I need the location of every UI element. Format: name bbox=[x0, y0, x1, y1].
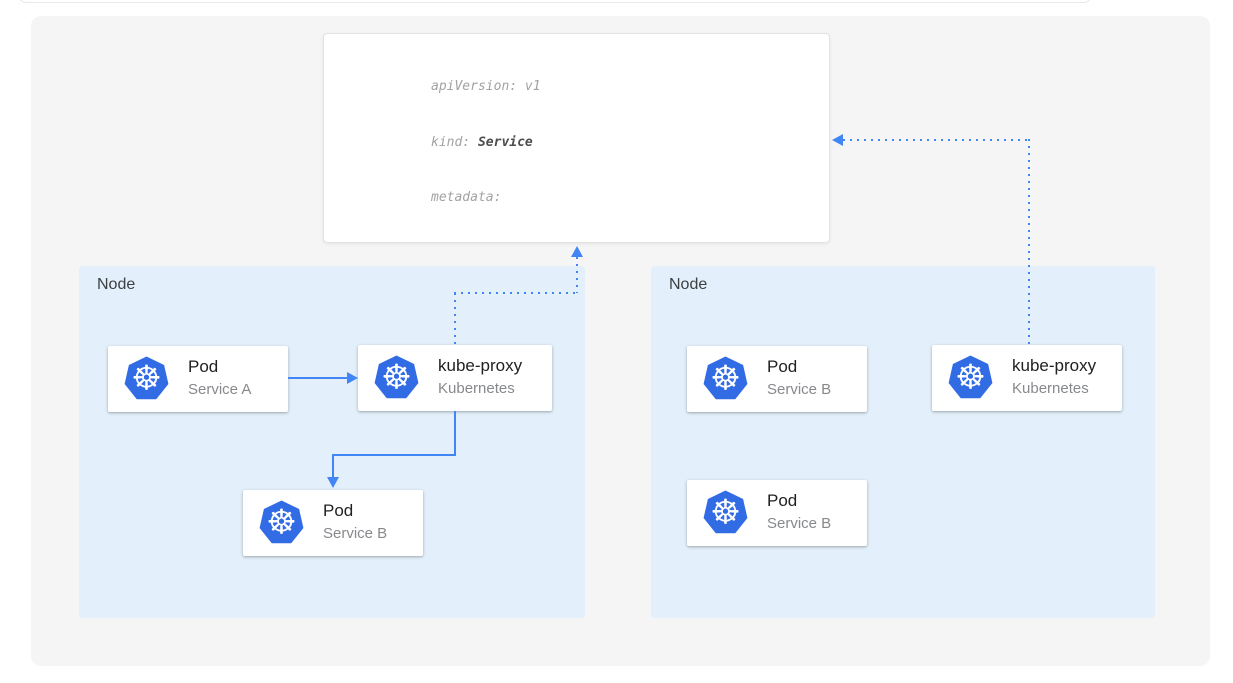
code-line: metadata: bbox=[431, 190, 502, 205]
node-box-right: Node bbox=[651, 266, 1155, 618]
pod-service-b-card-right-bottom: ☸ Pod Service B bbox=[687, 480, 867, 546]
dotted-left-kubeproxy-seg2 bbox=[454, 292, 578, 294]
card-title: kube-proxy bbox=[1012, 356, 1097, 375]
node-label: Node bbox=[97, 276, 136, 293]
pod-service-b-card-right-top: ☸ Pod Service B bbox=[687, 346, 867, 412]
card-title: Pod bbox=[767, 491, 798, 510]
kubernetes-icon: ☸ bbox=[703, 490, 748, 534]
arrow-kubeproxy-to-podb-seg3 bbox=[332, 454, 334, 478]
card-subtitle: Service B bbox=[323, 525, 388, 542]
arrow-kubeproxy-to-podb-seg1 bbox=[454, 411, 456, 456]
card-title: Pod bbox=[323, 501, 354, 520]
kubernetes-icon: ☸ bbox=[948, 355, 993, 399]
arrow-kubeproxy-to-podb-head bbox=[327, 477, 339, 488]
diagram-canvas: apiVersion: v1 kind: Service metadata: n… bbox=[31, 16, 1210, 666]
helm-wheel-glyph: ☸ bbox=[710, 358, 741, 399]
card-title: Pod bbox=[767, 357, 798, 376]
kube-proxy-card-right: ☸ kube-proxy Kubernetes bbox=[932, 345, 1122, 411]
kubernetes-icon: ☸ bbox=[703, 356, 748, 400]
code-line: apiVersion: v1 bbox=[431, 79, 541, 94]
service-yaml-card: apiVersion: v1 kind: Service metadata: n… bbox=[323, 33, 830, 243]
card-subtitle: Service B bbox=[767, 381, 832, 398]
helm-wheel-glyph: ☸ bbox=[131, 358, 162, 399]
dotted-left-kubeproxy-seg3 bbox=[576, 257, 578, 293]
kubernetes-icon: ☸ bbox=[259, 500, 304, 544]
cutoff-card-edge bbox=[17, 0, 1093, 3]
helm-wheel-glyph: ☸ bbox=[955, 357, 986, 398]
node-box-left: Node bbox=[79, 266, 585, 618]
card-subtitle: Service B bbox=[767, 515, 832, 532]
node-label: Node bbox=[669, 276, 708, 293]
arrow-pod-to-kubeproxy-line bbox=[288, 377, 348, 379]
code-line: kind: Service bbox=[431, 134, 533, 150]
dotted-left-kubeproxy-head bbox=[571, 246, 583, 257]
helm-wheel-glyph: ☸ bbox=[710, 492, 741, 533]
card-subtitle: Service A bbox=[188, 381, 252, 398]
dotted-left-kubeproxy-seg1 bbox=[454, 293, 456, 345]
card-subtitle: Kubernetes bbox=[438, 380, 515, 397]
arrow-pod-to-kubeproxy-head bbox=[347, 372, 358, 384]
helm-wheel-glyph: ☸ bbox=[381, 357, 412, 398]
card-title: kube-proxy bbox=[438, 356, 523, 375]
kubernetes-icon: ☸ bbox=[374, 355, 419, 399]
arrow-kubeproxy-to-podb-seg2 bbox=[332, 454, 456, 456]
helm-wheel-glyph: ☸ bbox=[266, 502, 297, 543]
pod-service-a-card: ☸ Pod Service A bbox=[108, 346, 288, 412]
dotted-right-kubeproxy-head bbox=[832, 134, 843, 146]
dotted-right-kubeproxy-seg2 bbox=[843, 139, 1030, 141]
kubernetes-icon: ☸ bbox=[124, 356, 169, 400]
dotted-right-kubeproxy-seg1 bbox=[1028, 139, 1030, 346]
kube-proxy-card-left: ☸ kube-proxy Kubernetes bbox=[358, 345, 552, 411]
card-subtitle: Kubernetes bbox=[1012, 380, 1089, 397]
pod-service-b-card-left: ☸ Pod Service B bbox=[243, 490, 423, 556]
card-title: Pod bbox=[188, 357, 219, 376]
yaml-code-block: apiVersion: v1 kind: Service metadata: n… bbox=[324, 34, 829, 242]
